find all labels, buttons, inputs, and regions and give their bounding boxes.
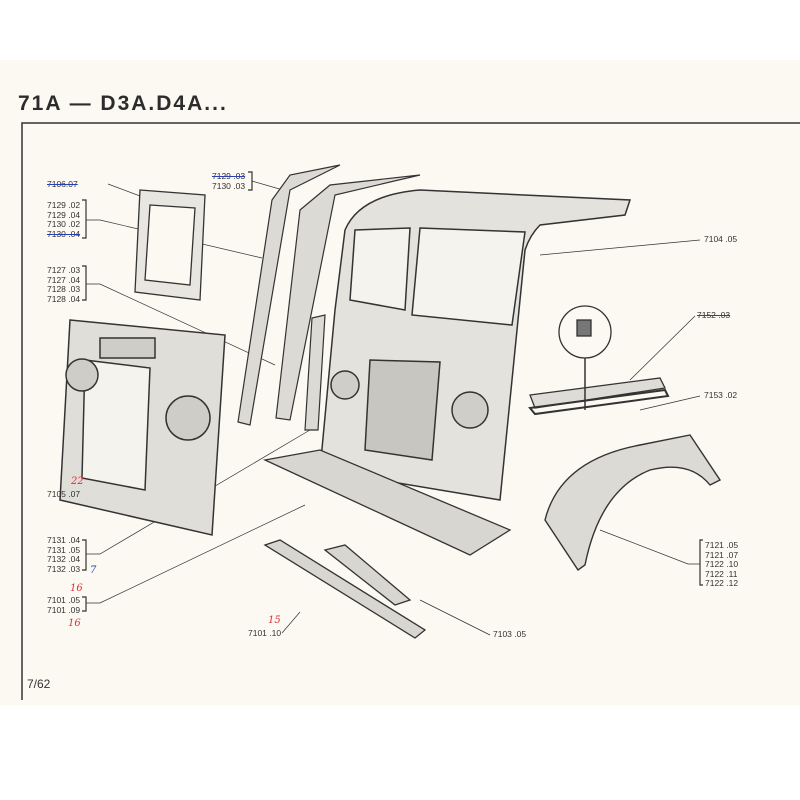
label-group-7129-top: 7129 .03 7130 .03 [212,171,246,191]
label-item: 7132 .04 [47,554,81,564]
label-group-7121: 7121 .05 7121 .07 7122 .10 7122 .11 7122… [705,540,739,589]
label-item: 7122 .10 [705,559,739,569]
label-group-7131: 7131 .04 7131 .05 7132 .04 7132 .03 [47,535,81,574]
label-7152-03: 7152 .03 [697,310,731,320]
label-7105-07: 7105 .07 [47,489,81,499]
label-group-7129: 7129 .02 7129 .04 7130 .02 7130 .04 [47,200,81,239]
label-item: 7129 .02 [47,200,81,210]
label-item: 7121 .05 [705,540,739,550]
label-7101-10: 7101 .10 [248,628,282,638]
part-cab-shell [319,189,632,501]
label-item: 7127 .03 [47,265,81,275]
label-item: 7128 .04 [47,293,81,304]
label-item: 7101 .09 [47,604,81,615]
label-group-7101: 7101 .05 7101 .09 [47,595,81,615]
handwritten-note-16-lower: 16 [68,618,81,629]
part-front-panel [59,319,226,536]
label-item: 7127 .04 [47,274,81,285]
label-item: 7121 .07 [705,549,739,560]
label-item: 7130 .02 [47,219,81,229]
part-pillars [237,164,421,431]
handwritten-note-15: 15 [268,615,281,626]
label-group-7127: 7127 .03 7127 .04 7128 .03 7128 .04 [47,265,81,304]
label-brackets [82,171,703,612]
label-item: 7128 .03 [47,284,81,294]
label-7103-05: 7103 .05 [493,629,527,639]
label-item: 7129 .03 [212,171,246,181]
label-item: 7131 .04 [47,535,81,545]
label-item: 7129 .04 [47,209,81,220]
label-7153-02: 7153 .02 [704,390,738,400]
part-crossmember [262,449,512,639]
label-item: 7132 .03 [47,563,81,574]
diagram-frame [21,122,800,700]
label-item: 7131 .05 [47,544,81,555]
label-7104-05: 7104 .05 [704,234,738,244]
label-7106-07: 7106.07 [47,179,78,189]
label-item: 7122 .11 [705,568,738,579]
label-item: 7130 .03 [212,180,246,191]
part-wheel-arch [544,434,722,571]
label-item: 7122 .12 [705,578,739,588]
part-plate [528,305,670,416]
page-title: 71A — D3A.D4A... [18,92,228,115]
handwritten-note-16: 16 [70,583,83,594]
handwritten-note-22: 22 [71,476,84,487]
label-item: 7130 .04 [47,228,81,239]
part-door-frame [134,189,206,301]
handwritten-note-7: 7 [90,565,97,576]
label-item: 7101 .05 [47,595,81,605]
page-number: 7/62 [27,677,51,691]
